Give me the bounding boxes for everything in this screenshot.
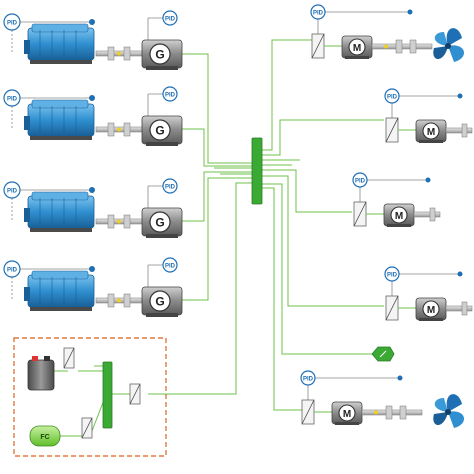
generator-icon bbox=[141, 115, 183, 146]
pid-controller-icon bbox=[3, 260, 95, 301]
fuel-cell-label: FC bbox=[40, 434, 49, 441]
pid-controller-icon bbox=[3, 13, 95, 54]
shaft-coupling-icon bbox=[95, 46, 143, 61]
pid-label: PID bbox=[165, 17, 176, 23]
generator-icon bbox=[141, 39, 183, 70]
genset bbox=[3, 10, 183, 70]
small-motor-unit-template bbox=[384, 266, 473, 321]
propeller-icon bbox=[433, 394, 465, 428]
genset: PID PID G bbox=[3, 178, 183, 238]
power-converter-icon bbox=[81, 417, 93, 439]
genset: PID PID G bbox=[3, 257, 183, 317]
pid-controller-icon bbox=[384, 266, 463, 296]
genset: PID PID G bbox=[3, 86, 183, 146]
genset-template bbox=[3, 178, 183, 238]
motor-unit: PID M bbox=[384, 266, 473, 321]
pid-controller-icon bbox=[147, 86, 178, 116]
pid-controller-icon bbox=[147, 178, 178, 208]
pid-label: PID bbox=[7, 268, 18, 274]
pid-label: PID bbox=[165, 185, 176, 191]
power-converter-icon bbox=[311, 33, 325, 59]
shaft-coupling-icon bbox=[445, 301, 473, 316]
diesel-engine-icon bbox=[24, 191, 95, 232]
motor-unit: PID M bbox=[300, 370, 423, 425]
hotel-load-icon bbox=[371, 346, 395, 362]
fuel-cell-icon bbox=[29, 425, 61, 447]
motor-icon bbox=[341, 35, 373, 59]
motor-label: M bbox=[427, 127, 435, 138]
generator-label: G bbox=[155, 295, 164, 309]
shaft-coupling-icon bbox=[95, 214, 143, 229]
pid-label: PID bbox=[165, 93, 176, 99]
generator-label: G bbox=[155, 216, 164, 230]
motor-unit: PID M bbox=[352, 172, 441, 227]
power-cables bbox=[54, 39, 384, 437]
diesel-engine-icon bbox=[24, 23, 95, 64]
pid-label: PID bbox=[7, 189, 18, 195]
pid-label: PID bbox=[313, 11, 324, 17]
diesel-engine-icon bbox=[24, 99, 95, 140]
pid-controller-icon bbox=[352, 172, 431, 202]
pid-label: PID bbox=[387, 273, 398, 279]
pid-label: PID bbox=[303, 377, 314, 383]
shaft-coupling-icon bbox=[445, 123, 473, 138]
power-converter-icon bbox=[129, 383, 141, 405]
main-dc-bus bbox=[251, 137, 263, 205]
power-converter-icon bbox=[301, 399, 315, 425]
pid-controller-icon bbox=[147, 257, 178, 287]
power-converter-icon bbox=[385, 117, 399, 143]
energy-storage-zone bbox=[13, 337, 167, 457]
diesel-engine-icon bbox=[24, 270, 95, 311]
genset-template bbox=[3, 257, 183, 317]
motor-label: M bbox=[353, 43, 361, 54]
battery-icon bbox=[27, 356, 55, 391]
pid-controller-icon bbox=[147, 10, 178, 40]
genset-template bbox=[3, 86, 183, 146]
motor-label: M bbox=[395, 211, 403, 222]
pid-label: PID bbox=[165, 264, 176, 270]
pid-controller-icon bbox=[3, 181, 95, 222]
pid-controller-icon bbox=[3, 89, 95, 130]
generator-label: G bbox=[155, 48, 164, 62]
pid-label: PID bbox=[387, 95, 398, 101]
generator-label: G bbox=[155, 124, 164, 138]
power-converter-icon bbox=[63, 347, 75, 369]
shaft-coupling-icon bbox=[95, 293, 143, 308]
pid-controller-icon bbox=[300, 370, 403, 400]
motor-label: M bbox=[427, 305, 435, 316]
motor-icon bbox=[383, 203, 415, 227]
motor-unit-template bbox=[300, 370, 423, 425]
motor-icon bbox=[415, 297, 447, 321]
generator-icon bbox=[141, 207, 183, 238]
shaft-coupling-icon bbox=[361, 405, 423, 420]
propeller-icon bbox=[433, 28, 465, 62]
motor-label: M bbox=[343, 409, 351, 420]
pid-label: PID bbox=[7, 97, 18, 103]
pid-controller-icon bbox=[384, 88, 463, 118]
small-motor-unit-template bbox=[384, 88, 473, 143]
shaft-coupling-icon bbox=[371, 39, 433, 54]
pid-label: PID bbox=[7, 21, 18, 27]
pid-controller-icon bbox=[310, 4, 413, 34]
motor-icon bbox=[331, 401, 363, 425]
generator-icon bbox=[141, 286, 183, 317]
small-motor-unit-template bbox=[352, 172, 441, 227]
shaft-coupling-icon bbox=[413, 207, 441, 222]
power-converter-icon bbox=[353, 201, 367, 227]
power-converter-icon bbox=[385, 295, 399, 321]
pid-label: PID bbox=[355, 179, 366, 185]
shaft-coupling-icon bbox=[95, 122, 143, 137]
motor-unit-template bbox=[310, 4, 433, 59]
motor-icon bbox=[415, 119, 447, 143]
storage-dc-bus bbox=[102, 361, 113, 429]
